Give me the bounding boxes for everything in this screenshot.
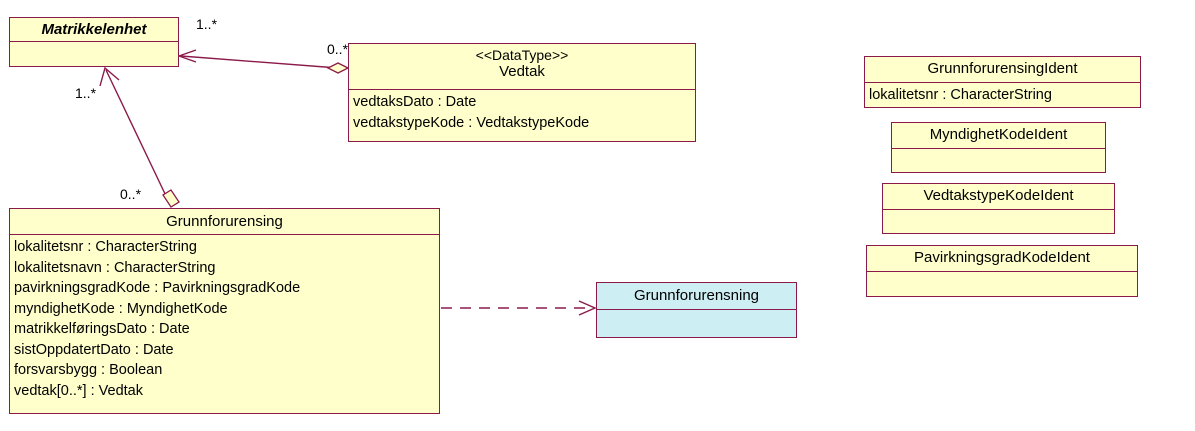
- association-vedtak-matrikkelenhet: [176, 49, 350, 74]
- class-header-myndighetkodeident: MyndighetKodeIdent: [892, 123, 1105, 149]
- class-box-grunnforurensning-feature[interactable]: Grunnforurensning: [596, 282, 797, 338]
- class-name-vedtakstypekodeident: VedtakstypeKodeIdent: [923, 187, 1074, 204]
- attribute-row: lokalitetsnavn : CharacterString: [14, 259, 216, 276]
- attribute-row: matrikkelføringsDato : Date: [14, 321, 190, 337]
- class-box-grunnforurensingident[interactable]: GrunnforurensingIdent lokalitetsnr : Cha…: [864, 56, 1141, 108]
- class-attributes-pavirkningsgradkodeident: [867, 272, 1137, 296]
- class-attributes-grunnforurensning-feature: [597, 310, 796, 337]
- class-name-pavirkningsgradkodeident: PavirkningsgradKodeIdent: [914, 249, 1090, 266]
- class-name-grunnforurensning-feature: Grunnforurensning: [633, 287, 760, 304]
- attribute-row: myndighetKode : MyndighetKode: [14, 300, 228, 317]
- class-box-vedtak[interactable]: <<DataType>> Vedtak vedtaksDato : Date v…: [348, 43, 696, 142]
- class-header-matrikkelenhet: Matrikkelenhet: [10, 18, 178, 42]
- attribute-row: pavirkningsgradKode : PavirkningsgradKod…: [14, 280, 301, 296]
- class-header-grunnforurensing: Grunnforurensing: [10, 209, 439, 235]
- class-attributes-grunnforurensingident: lokalitetsnr : CharacterString: [865, 83, 1140, 107]
- class-name-matrikkelenhet: Matrikkelenhet: [41, 21, 147, 38]
- attribute-row: forsvarsbygg : Boolean: [14, 362, 163, 378]
- class-header-grunnforurensning-feature: Grunnforurensning: [597, 283, 796, 310]
- class-attributes-grunnforurensing: lokalitetsnr : CharacterString lokalitet…: [10, 235, 439, 413]
- attribute-row: vedtakstypeKode : VedtakstypeKode: [353, 114, 590, 131]
- dependency-grunnforurensing-grunnforurensning: [441, 300, 597, 316]
- class-box-vedtakstypekodeident[interactable]: VedtakstypeKodeIdent: [882, 183, 1115, 234]
- class-box-pavirkningsgradkodeident[interactable]: PavirkningsgradKodeIdent: [866, 245, 1138, 297]
- attribute-row: vedtaksDato : Date: [353, 94, 477, 110]
- class-name-vedtak: Vedtak: [499, 62, 545, 80]
- class-attributes-vedtak: vedtaksDato : Date vedtakstypeKode : Ved…: [349, 90, 695, 141]
- class-stereotype-vedtak: <<DataType>>: [475, 47, 569, 63]
- class-attributes-matrikkelenhet: [10, 42, 178, 66]
- multiplicity-label-grunnforurensing-target: 1..*: [75, 85, 97, 101]
- class-header-vedtakstypekodeident: VedtakstypeKodeIdent: [883, 184, 1114, 210]
- attribute-row: lokalitetsnr : CharacterString: [14, 239, 197, 255]
- association-grunnforurensing-matrikkelenhet: [99, 66, 180, 208]
- multiplicity-label-vedtak-source: 0..*: [327, 41, 349, 57]
- class-name-myndighetkodeident: MyndighetKodeIdent: [929, 126, 1068, 143]
- multiplicity-label-grunnforurensing-source: 0..*: [120, 186, 142, 202]
- class-name-grunnforurensingident: GrunnforurensingIdent: [927, 60, 1078, 77]
- attribute-row: sistOppdatertDato : Date: [14, 341, 174, 358]
- multiplicity-label-vedtak-target: 1..*: [196, 16, 218, 32]
- class-attributes-myndighetkodeident: [892, 149, 1105, 172]
- class-header-vedtak: <<DataType>> Vedtak: [349, 44, 695, 90]
- class-box-matrikkelenhet[interactable]: Matrikkelenhet: [9, 17, 179, 67]
- attribute-row: vedtak[0..*] : Vedtak: [14, 382, 143, 399]
- class-header-grunnforurensingident: GrunnforurensingIdent: [865, 57, 1140, 83]
- class-box-myndighetkodeident[interactable]: MyndighetKodeIdent: [891, 122, 1106, 173]
- class-name-grunnforurensing: Grunnforurensing: [166, 213, 283, 230]
- class-header-pavirkningsgradkodeident: PavirkningsgradKodeIdent: [867, 246, 1137, 272]
- class-box-grunnforurensing[interactable]: Grunnforurensing lokalitetsnr : Characte…: [9, 208, 440, 414]
- attribute-row: lokalitetsnr : CharacterString: [869, 87, 1052, 103]
- class-attributes-vedtakstypekodeident: [883, 210, 1114, 233]
